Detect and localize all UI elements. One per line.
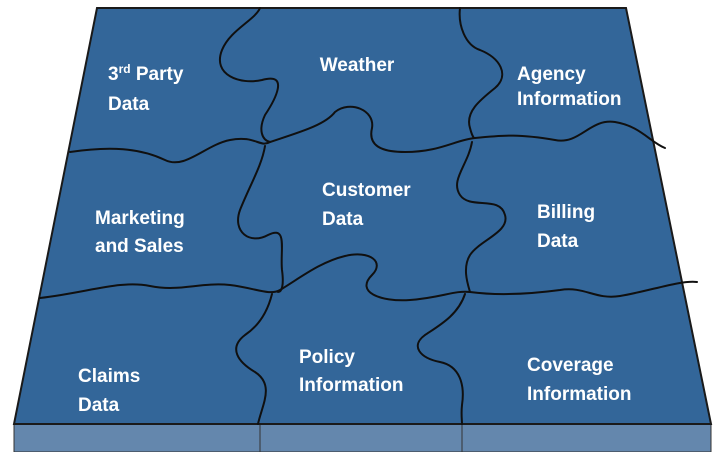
label-customer: Customer Data xyxy=(322,180,416,230)
seam-col-1c xyxy=(235,293,273,425)
puzzle-board xyxy=(12,7,713,425)
seam-row-2 xyxy=(39,253,698,302)
label-agency: Agency Information xyxy=(517,64,622,110)
label-claims: Claims Data xyxy=(78,366,146,416)
label-weather: Weather xyxy=(320,55,395,76)
piece-labels: 3rd Party Data Weather Agency Informatio… xyxy=(78,55,632,416)
seam-col-1b xyxy=(237,145,284,293)
label-marketing: Marketing and Sales xyxy=(95,208,190,257)
puzzle-base xyxy=(13,423,712,452)
label-policy: Policy Information xyxy=(299,347,404,396)
puzzle-seams xyxy=(39,7,698,425)
seam-col-2c xyxy=(416,293,466,425)
seam-col-1a xyxy=(219,7,280,143)
seam-col-2a xyxy=(458,7,504,139)
seam-col-2b xyxy=(456,141,507,293)
label-billing: Billing Data xyxy=(537,202,600,252)
seam-row-1 xyxy=(69,105,666,164)
label-coverage: Coverage Information xyxy=(527,355,632,405)
label-third-party: 3rd Party Data xyxy=(108,62,189,115)
